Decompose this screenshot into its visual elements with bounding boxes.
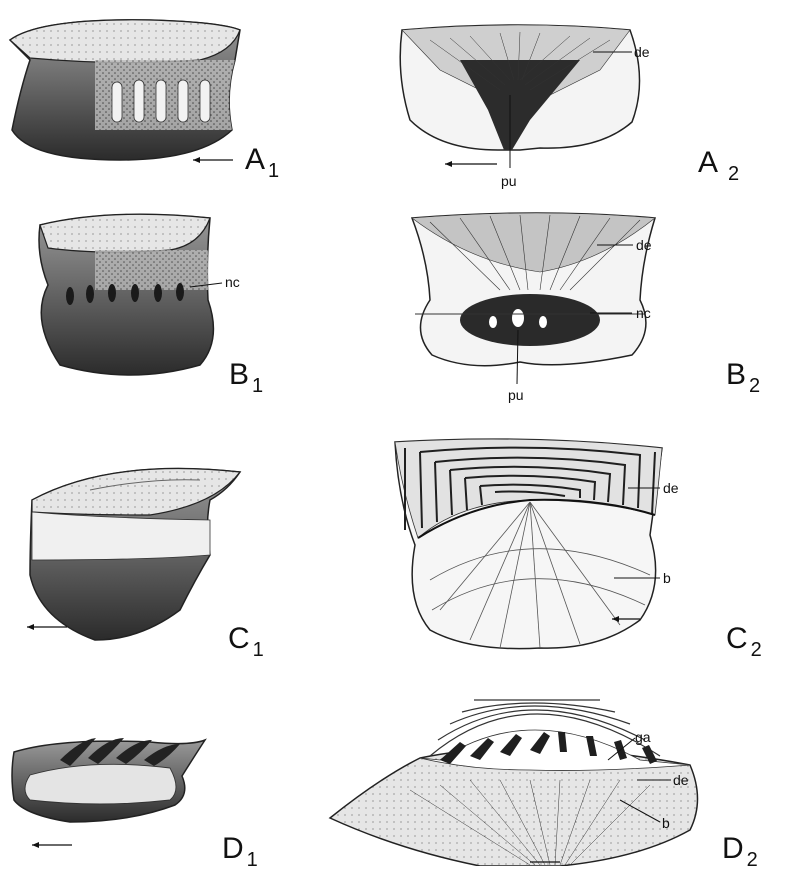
label-de-d2: de (673, 772, 689, 788)
scale-drawing-d1 (12, 738, 205, 822)
scale-drawing-c1 (30, 469, 240, 641)
label-nc-b1: nc (225, 274, 240, 290)
section-drawing-c2 (395, 439, 662, 649)
label-de-c2: de (663, 480, 679, 496)
label-pu-a2: pu (501, 173, 517, 189)
label-b-c2: b (663, 570, 671, 586)
section-drawing-a2 (400, 25, 639, 168)
section-drawing-b2 (412, 213, 655, 384)
scale-drawing-a1 (10, 20, 240, 160)
label-de-b2: de (636, 237, 652, 253)
label-nc-b2: nc (636, 305, 651, 321)
label-b-d2: b (662, 815, 670, 831)
scale-drawing-b1 (39, 214, 222, 375)
label-de-a2: de (634, 44, 650, 60)
label-ga-d2: ga (635, 729, 651, 745)
section-drawing-d2 (330, 700, 698, 866)
label-pu-b2: pu (508, 387, 524, 403)
